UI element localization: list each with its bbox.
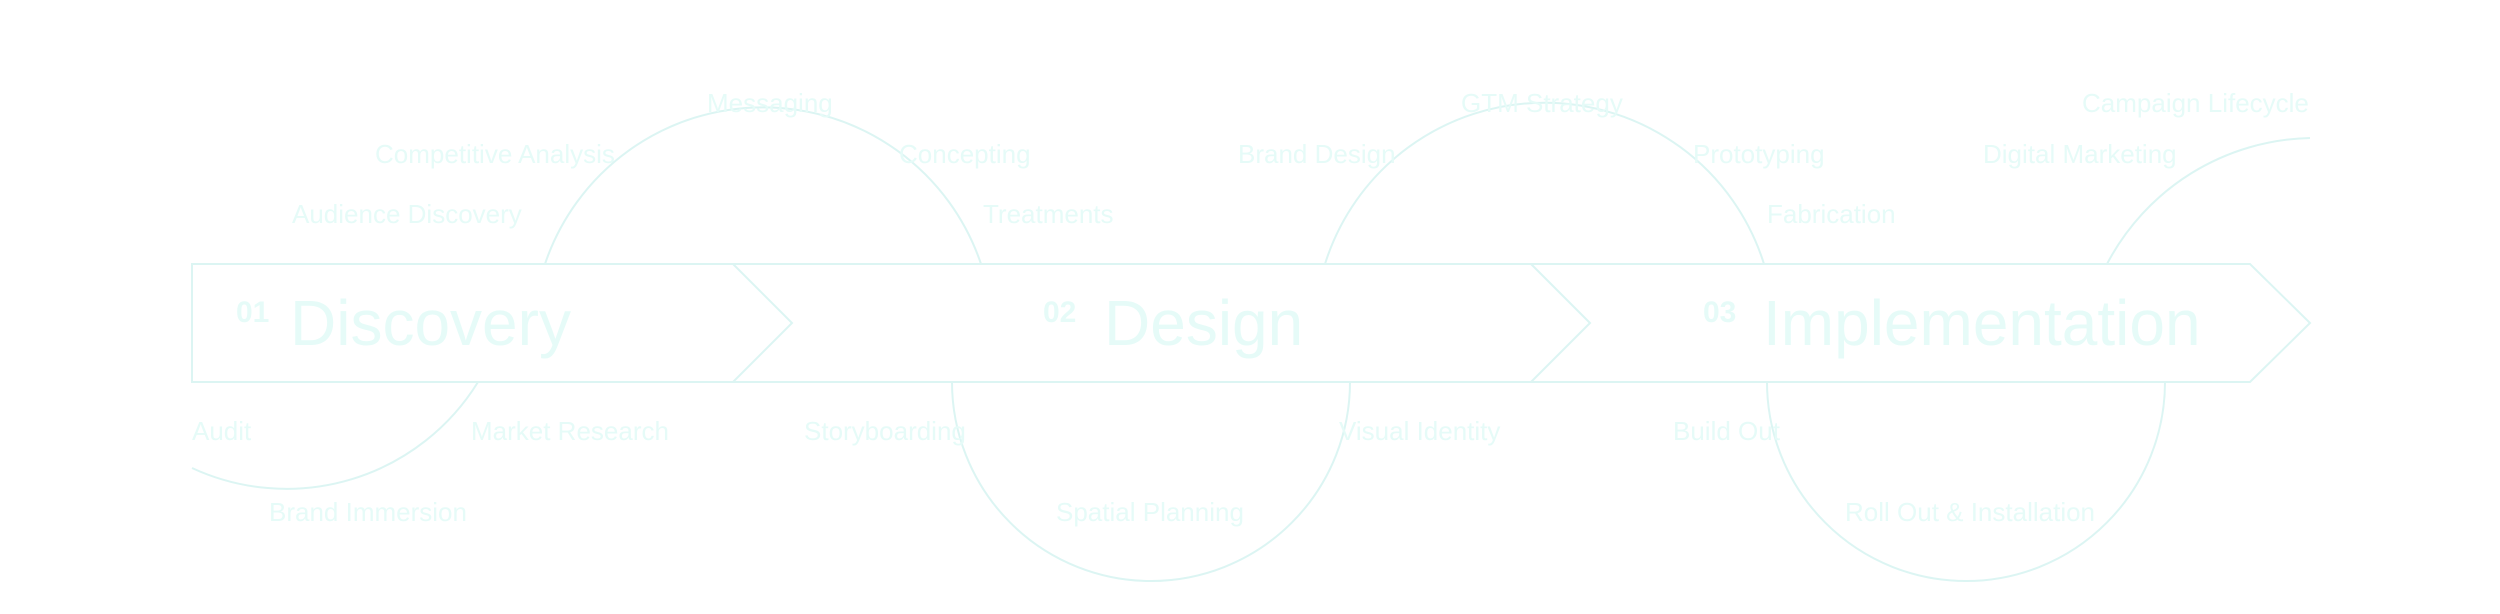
activity-visual-identity: Visual Identity: [1339, 416, 1500, 446]
activity-brand-design: Brand Design: [1238, 139, 1396, 169]
activity-treatments: Treatments: [983, 199, 1114, 229]
phase-title-2: Design: [1104, 287, 1303, 359]
activity-build-out: Build Out: [1673, 416, 1781, 446]
activity-audit: Audit: [192, 416, 252, 446]
phase-title-1: Discovery: [290, 287, 571, 359]
activity-competitive-analysis: Competitive Analysis: [375, 139, 615, 169]
phase-band-outline: [191, 263, 2312, 383]
arc-bottom-2: [951, 381, 1351, 582]
arc-top-2: [1324, 101, 1765, 265]
activity-messaging: Messaging: [707, 88, 833, 118]
activity-digital-marketing: Digital Marketing: [1983, 139, 2177, 169]
activity-roll-out-installation: Roll Out & Installation: [1845, 497, 2095, 527]
phase-title-3: Implementation: [1763, 287, 2201, 359]
activity-fabrication: Fabrication: [1767, 199, 1896, 229]
arc-bottom-3: [1766, 381, 2166, 582]
activity-spatial-planning: Spatial Planning: [1056, 497, 1244, 527]
activity-campaign-lifecycle: Campaign Lifecycle: [2082, 88, 2309, 118]
activity-prototyping: Prototyping: [1693, 139, 1825, 169]
activity-storyboarding: Storyboarding: [804, 416, 966, 446]
arc-bottom-1: [191, 381, 479, 490]
activity-brand-immersion: Brand Immersion: [269, 497, 467, 527]
arc-top-1: [544, 106, 982, 265]
chevron-divider-2: [1530, 263, 1592, 383]
chevron-divider-1: [732, 263, 794, 383]
phase-number-2: 02: [1043, 296, 1076, 329]
activity-concepting: Concepting: [899, 139, 1031, 169]
activity-audience-discovery: Audience Discovery: [292, 199, 522, 229]
arc-top-3: [2106, 137, 2311, 265]
activity-market-research: Market Research: [471, 416, 669, 446]
activity-gtm-strategy: GTM Strategy: [1461, 88, 1623, 118]
phase-number-1: 01: [236, 296, 269, 329]
phase-number-3: 03: [1703, 296, 1736, 329]
